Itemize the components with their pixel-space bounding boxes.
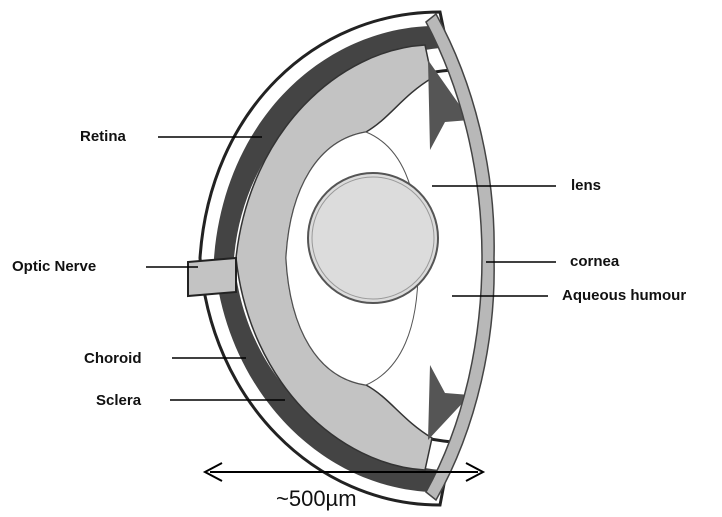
lens-label: lens [571,177,601,195]
retina-label: Retina [80,128,126,146]
choroid-label: Choroid [84,350,142,368]
aqueous-humour-label: Aqueous humour [562,287,686,305]
lens-shape [308,173,438,303]
scale-bar-label: ~500µm [276,486,357,512]
cornea-label: cornea [570,253,619,271]
optic-nerve-label: Optic Nerve [12,258,96,276]
sclera-label: Sclera [96,392,141,410]
optic-nerve [188,258,236,296]
